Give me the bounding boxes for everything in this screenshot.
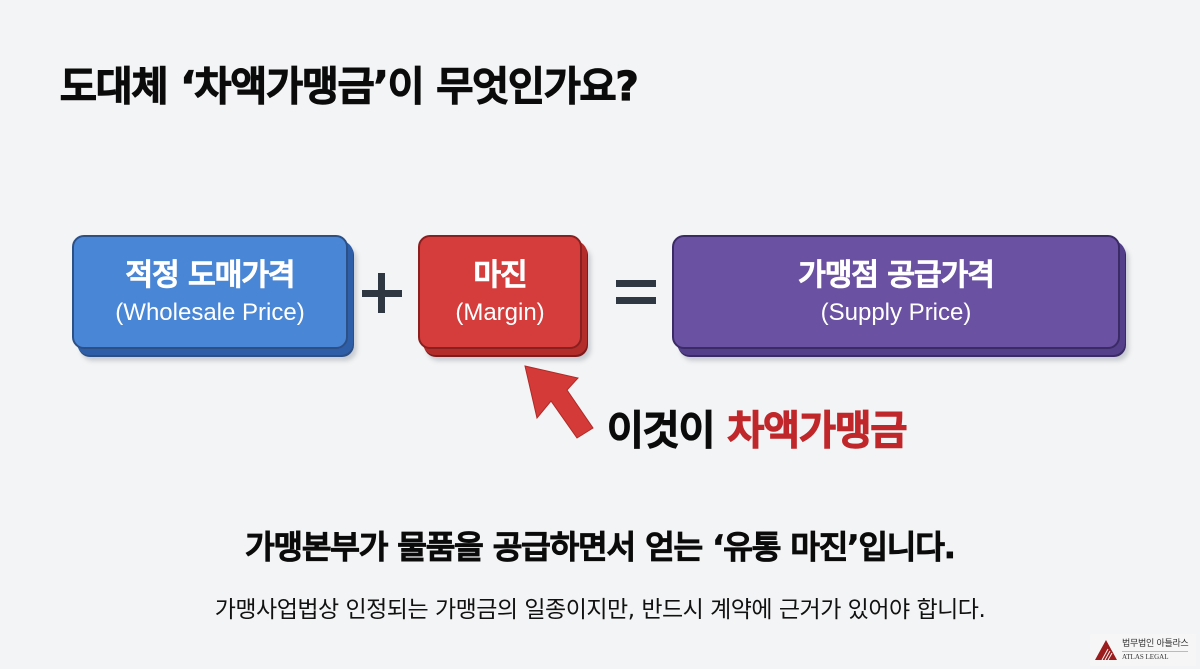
margin-korean: 마진 [473, 258, 528, 294]
equals-icon-bottom [616, 297, 656, 304]
explanation-sub: 가맹사업법상 인정되는 가맹금의 일종이지만, 반드시 계약에 근거가 있어야 … [214, 597, 986, 623]
arrow-up-left-icon [524, 365, 594, 439]
callout-highlight: 차액가맹금 [727, 407, 908, 454]
margin-english: (Margin) [455, 299, 545, 326]
logo-korean: 법무법인 아틀라스 [1122, 638, 1189, 649]
plus-icon-vertical [378, 273, 385, 313]
supply-price-box: 가맹점 공급가격 (Supply Price) [672, 235, 1120, 349]
atlas-mountain-icon [1095, 640, 1117, 661]
supply-price-korean: 가맹점 공급가격 [798, 258, 995, 294]
callout-label: 이것이 차액가맹금 [606, 398, 908, 456]
page-title: 도대체 ‘차액가맹금’이 무엇인가요? [59, 63, 639, 110]
explanation-main: 가맹본부가 물품을 공급하면서 얻는 ‘유통 마진’입니다. [245, 528, 957, 567]
atlas-legal-logo: 법무법인 아틀라스 ATLAS LEGAL [1090, 634, 1196, 666]
callout-prefix: 이것이 [606, 407, 716, 454]
equals-icon-top [616, 280, 656, 287]
margin-box: 마진 (Margin) [418, 235, 582, 349]
logo-english: ATLAS LEGAL [1122, 650, 1189, 662]
wholesale-price-box: 적정 도매가격 (Wholesale Price) [72, 235, 348, 349]
wholesale-price-korean: 적정 도매가격 [125, 258, 296, 294]
supply-price-english: (Supply Price) [820, 299, 972, 326]
wholesale-price-english: (Wholesale Price) [115, 299, 305, 326]
